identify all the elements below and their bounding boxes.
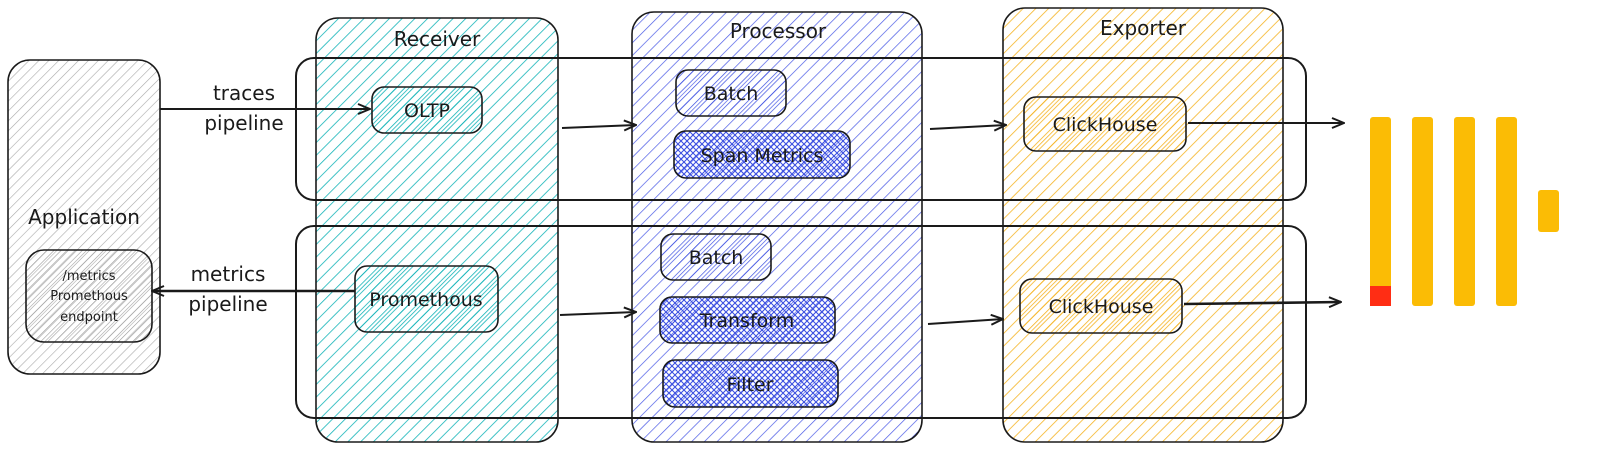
clickhouse-logo-bar-1 — [1370, 117, 1391, 306]
exporter-heading: Exporter — [1100, 16, 1187, 40]
promethous-receiver-label: Promethous — [369, 289, 482, 311]
traces-pipeline-frame — [295, 57, 1307, 201]
clickhouse-logo-icon — [1370, 117, 1559, 306]
clickhouse-logo-accent — [1370, 286, 1391, 306]
metrics-processor-to-exporter-arrow — [927, 319, 1003, 324]
clickhouse-logo-bar-3 — [1454, 117, 1475, 306]
endpoint-line-1: /metrics — [62, 269, 115, 284]
endpoint-line-3: endpoint — [60, 310, 118, 325]
metrics-endpoint-box: /metrics Promethous endpoint — [25, 249, 153, 343]
filter-node: Filter — [662, 359, 839, 408]
traces-receiver-to-processor-arrow — [561, 125, 636, 128]
metrics-label-line-1: metrics — [191, 262, 266, 286]
traces-processor-to-exporter-arrow — [929, 125, 1006, 129]
transform-label: Transform — [699, 310, 795, 332]
receiver-column: Receiver — [315, 17, 559, 443]
traces-label-line-1: traces — [213, 81, 275, 105]
metrics-batch-label: Batch — [689, 247, 744, 269]
metrics-clickhouse-label: ClickHouse — [1049, 296, 1154, 318]
traces-batch-label: Batch — [704, 83, 759, 105]
metrics-exporter-to-clickhouse-arrow — [1183, 302, 1341, 304]
processor-heading: Processor — [730, 19, 827, 43]
metrics-clickhouse-exporter-node: ClickHouse — [1019, 278, 1183, 334]
metrics-receiver-to-processor-arrow — [559, 312, 636, 315]
span-metrics-node: Span Metrics — [673, 130, 851, 179]
metrics-label-line-2: pipeline — [188, 292, 267, 316]
promethous-receiver-node: Promethous — [354, 265, 499, 333]
traces-label-line-2: pipeline — [204, 111, 283, 135]
traces-clickhouse-exporter-node: ClickHouse — [1023, 96, 1187, 152]
traces-clickhouse-label: ClickHouse — [1053, 114, 1158, 136]
clickhouse-logo-bar-2 — [1412, 117, 1433, 306]
application-block: Application /metrics Promethous endpoint — [7, 59, 161, 375]
traces-batch-node: Batch — [675, 69, 787, 117]
receiver-heading: Receiver — [394, 27, 481, 51]
metrics-pipeline-frame — [295, 225, 1307, 419]
span-metrics-label: Span Metrics — [701, 145, 824, 167]
clickhouse-logo-bar-4 — [1496, 117, 1517, 306]
application-title: Application — [28, 205, 140, 229]
oltp-label: OLTP — [404, 100, 450, 122]
endpoint-line-2: Promethous — [50, 289, 128, 304]
transform-node: Transform — [659, 296, 836, 344]
filter-label: Filter — [726, 374, 773, 396]
metrics-batch-node: Batch — [660, 233, 772, 281]
clickhouse-logo-bar-5 — [1538, 190, 1559, 232]
oltp-receiver-node: OLTP — [371, 86, 483, 134]
